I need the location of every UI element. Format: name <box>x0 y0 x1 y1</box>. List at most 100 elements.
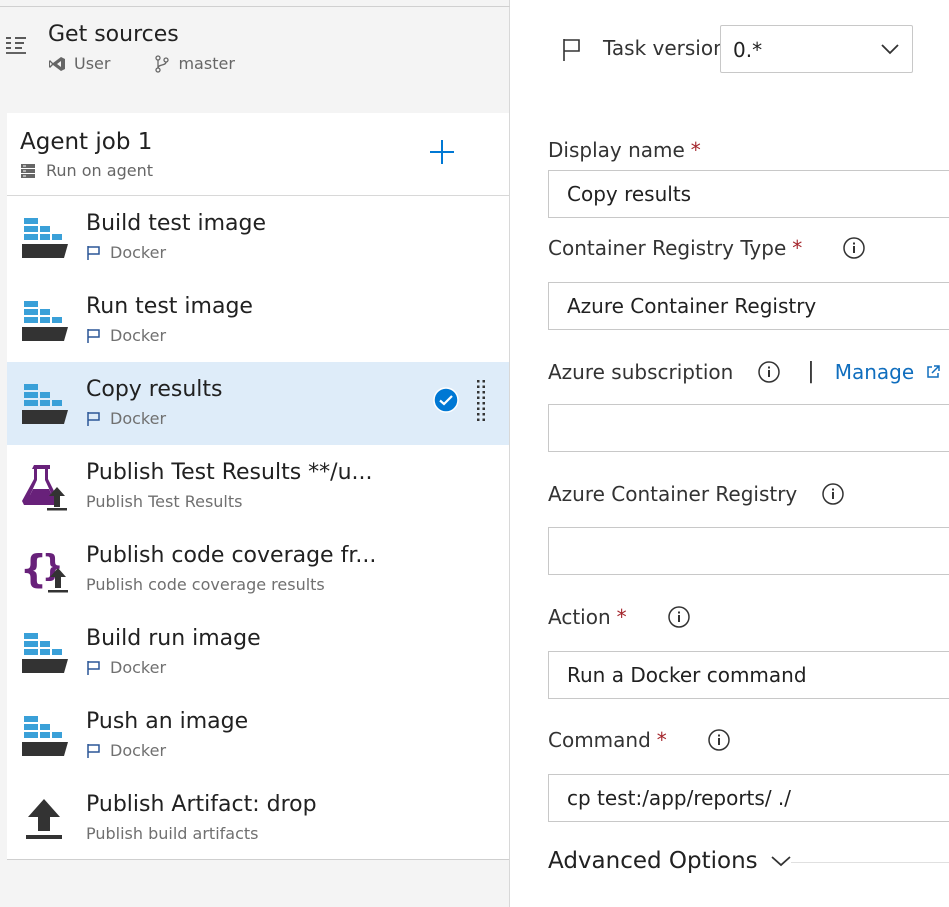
docker-icon <box>22 218 68 258</box>
task-subtitle: Docker <box>86 741 166 760</box>
agent-job-card: Agent job 1 Run on agent <box>7 113 509 860</box>
container-registry-label: Azure Container Registry <box>548 482 845 506</box>
task-item-publish-code-coverage[interactable]: { } Publish code coverage fr... Publish … <box>7 528 509 611</box>
task-subtitle-text: Docker <box>110 243 167 262</box>
checkmark-circle-icon[interactable] <box>433 387 459 413</box>
task-subtitle-text: Publish build artifacts <box>86 824 259 843</box>
task-subtitle: Publish build artifacts <box>86 824 259 843</box>
flag-icon <box>87 743 100 758</box>
required-marker: * <box>792 236 803 260</box>
test-results-icon <box>22 465 67 511</box>
task-subtitle-text: Publish code coverage results <box>86 575 325 594</box>
info-icon[interactable] <box>842 236 866 260</box>
task-version-label: Task version <box>603 36 726 60</box>
task-title: Publish Test Results **/u... <box>86 460 373 485</box>
task-item-run-test-image[interactable]: Run test image Docker <box>7 279 509 362</box>
info-icon[interactable] <box>707 728 731 752</box>
docker-icon <box>22 301 68 341</box>
flag-icon <box>87 660 100 675</box>
branch-icon <box>155 54 170 73</box>
task-version-value: 0.* <box>733 38 763 62</box>
svg-text:{: { <box>20 547 47 591</box>
chevron-down-icon <box>881 44 899 55</box>
task-subtitle-text: Publish Test Results <box>86 492 243 511</box>
registry-type-select[interactable]: Azure Container Registry <box>548 282 949 330</box>
task-item-copy-results[interactable]: Copy results Docker <box>7 362 509 445</box>
info-icon[interactable] <box>667 605 691 629</box>
flag-icon <box>87 328 100 343</box>
task-subtitle-text: Docker <box>110 409 167 428</box>
separator: | <box>807 359 815 384</box>
agent-job-subtitle: Run on agent <box>20 161 153 180</box>
task-title: Push an image <box>86 709 249 734</box>
agent-job-header[interactable]: Agent job 1 Run on agent <box>7 113 509 196</box>
task-subtitle: Docker <box>86 326 166 345</box>
task-title: Build run image <box>86 626 261 651</box>
agent-job-subtitle-text: Run on agent <box>46 161 153 180</box>
server-icon <box>21 163 35 178</box>
required-marker: * <box>656 728 667 752</box>
info-icon[interactable] <box>757 360 781 384</box>
chevron-down-icon <box>771 856 791 867</box>
task-subtitle-text: Docker <box>110 741 167 760</box>
label-text: Action <box>548 605 611 629</box>
task-subtitle: Docker <box>86 658 166 677</box>
azure-subscription-label: Azure subscription | Manage <box>548 359 940 384</box>
container-registry-select[interactable] <box>548 527 949 575</box>
pipeline-tasks-pane: Get sources User master Agent job 1 <box>0 0 510 907</box>
label-text: Container Registry Type <box>548 236 787 260</box>
task-title: Copy results <box>86 377 223 402</box>
action-select[interactable]: Run a Docker command <box>548 651 949 699</box>
task-item-publish-artifact[interactable]: Publish Artifact: drop Publish build art… <box>7 777 509 860</box>
label-text: Azure Container Registry <box>548 482 798 506</box>
command-input[interactable]: cp test:/app/reports/ ./ <box>548 774 949 822</box>
command-label: Command * <box>548 728 731 752</box>
drag-handle-icon[interactable] <box>474 379 488 423</box>
label-text: Command <box>548 728 651 752</box>
docker-icon <box>22 633 68 673</box>
flag-icon <box>563 39 580 61</box>
label-text: Azure subscription <box>548 359 734 384</box>
task-subtitle: Docker <box>86 243 166 262</box>
task-subtitle-text: Docker <box>110 658 167 677</box>
task-title: Run test image <box>86 294 253 319</box>
advanced-options-toggle[interactable]: Advanced Options <box>548 848 792 874</box>
info-icon[interactable] <box>821 482 845 506</box>
code-coverage-icon: { } <box>20 547 68 593</box>
get-sources-title: Get sources <box>48 22 179 47</box>
advanced-options-label: Advanced Options <box>548 848 758 874</box>
add-task-button[interactable] <box>427 137 457 167</box>
get-sources-item[interactable]: Get sources User master <box>0 14 510 84</box>
azure-subscription-select[interactable] <box>548 404 949 452</box>
display-name-input[interactable]: Copy results <box>548 170 949 218</box>
divider <box>791 862 949 863</box>
action-label: Action * <box>548 605 691 629</box>
flag-icon <box>87 245 100 260</box>
flag-icon <box>87 411 100 426</box>
task-item-build-run-image[interactable]: Build run image Docker <box>7 611 509 694</box>
required-marker: * <box>616 605 627 629</box>
task-subtitle: Publish Test Results <box>86 492 242 511</box>
manage-link[interactable]: Manage <box>835 360 940 384</box>
upload-icon <box>26 799 62 839</box>
task-version-dropdown[interactable]: 0.* <box>720 25 913 73</box>
task-subtitle: Publish code coverage results <box>86 575 325 594</box>
task-title: Publish Artifact: drop <box>86 792 317 817</box>
task-item-build-test-image[interactable]: Build test image Docker <box>7 196 509 279</box>
display-name-label: Display name * <box>548 138 701 162</box>
task-item-push-an-image[interactable]: Push an image Docker <box>7 694 509 777</box>
visual-studio-icon <box>49 56 65 71</box>
registry-type-label: Container Registry Type * <box>548 236 866 260</box>
agent-job-title: Agent job 1 <box>20 129 153 155</box>
external-link-icon <box>927 364 940 378</box>
task-title: Publish code coverage fr... <box>86 543 377 568</box>
docker-icon <box>22 716 68 756</box>
task-subtitle: Docker <box>86 409 166 428</box>
branch-name: master <box>178 54 235 73</box>
repo-name: User <box>74 54 111 73</box>
task-item-publish-test-results[interactable]: Publish Test Results **/u... Publish Tes… <box>7 445 509 528</box>
task-title: Build test image <box>86 211 266 236</box>
label-text: Display name <box>548 138 685 162</box>
get-sources-meta: User master <box>48 54 235 73</box>
